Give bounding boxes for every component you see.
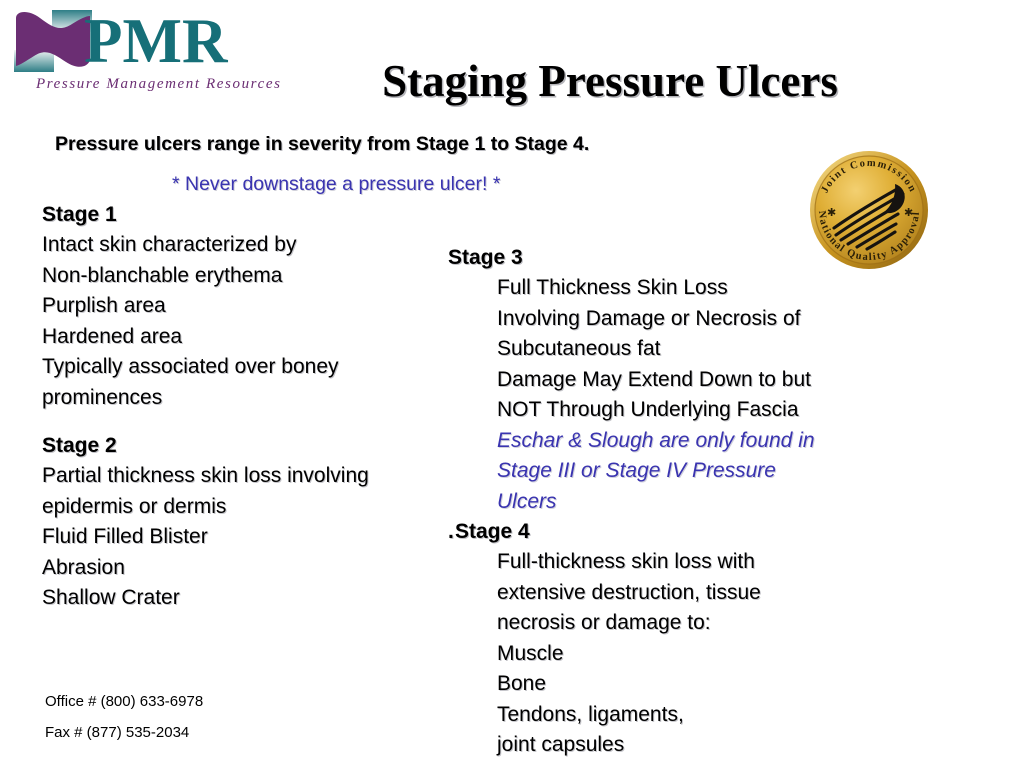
stage-3-heading: Stage 3 xyxy=(448,246,523,269)
stage-2-line: Fluid Filled Blister xyxy=(42,525,208,548)
pmr-tagline: Pressure Management Resources xyxy=(36,76,282,92)
eschar-slough-note-line: Stage III or Stage IV Pressure xyxy=(497,459,776,482)
subtitle-never-downstage-warning: * Never downstage a pressure ulcer! * xyxy=(172,173,501,195)
stage-2-line: Abrasion xyxy=(42,555,125,579)
stage-2-heading: Stage 2 xyxy=(42,434,117,457)
stage-4-line: necrosis or damage to: xyxy=(497,611,711,634)
joint-commission-gold-seal-icon: Joint Commission National Quality Approv… xyxy=(800,140,938,278)
stage-3-line: Involving Damage or Necrosis of xyxy=(497,306,801,330)
stage-4-line: joint capsules xyxy=(497,733,625,756)
pmr-logo: PMR Pressure Management Resources xyxy=(14,6,280,96)
stage-2-line: Partial thickness skin loss involving xyxy=(42,464,369,487)
seal-right-star: ✱ xyxy=(904,207,913,219)
stage-1-line: prominences xyxy=(42,385,163,409)
stage-3-line: NOT Through Underlying Fascia xyxy=(497,398,799,421)
office-phone: Office # (800) 633-6978 xyxy=(45,693,204,710)
stage-3-line: Damage May Extend Down to but xyxy=(497,367,811,391)
eschar-slough-note-line: Eschar & Slough are only found in xyxy=(497,428,815,452)
stage-4-line: Full-thickness skin loss with xyxy=(497,550,755,573)
column-spacer xyxy=(42,413,462,431)
stage-1-line: Non-blanchable erythema xyxy=(42,263,283,287)
stage-4-line: Tendons, ligaments, xyxy=(497,702,684,726)
fax-number: Fax # (877) 535-2034 xyxy=(45,724,190,741)
stage-2-line: Shallow Crater xyxy=(42,586,180,609)
eschar-slough-note-line: Ulcers xyxy=(497,489,557,513)
stage-2-line: epidermis or dermis xyxy=(42,494,227,518)
seal-left-star: ✱ xyxy=(827,207,836,219)
stage-1-heading: Stage 1 xyxy=(42,203,117,226)
contact-info: Office # (800) 633-6978 Fax # (877) 535-… xyxy=(45,686,203,748)
left-column: Stage 1 Intact skin characterized by Non… xyxy=(42,200,462,614)
stage-1-block: Stage 1 Intact skin characterized by Non… xyxy=(42,200,462,413)
stage-3-line: Subcutaneous fat xyxy=(497,337,661,360)
stage-4-block: .Stage 4 Full-thickness skin loss with e… xyxy=(448,517,918,761)
right-column: Stage 3 Full Thickness Skin Loss Involvi… xyxy=(448,243,918,761)
stage-4-lead-dot: . xyxy=(448,520,454,543)
stage-4-line: extensive destruction, tissue xyxy=(497,580,761,604)
stage-3-line: Full Thickness Skin Loss xyxy=(497,276,728,299)
stage-1-line: Purplish area xyxy=(42,294,166,317)
pmr-wordmark: PMR xyxy=(84,6,228,76)
page-title: Staging Pressure Ulcers xyxy=(382,56,838,106)
stage-1-line: Hardened area xyxy=(42,324,183,348)
stage-3-block: Stage 3 Full Thickness Skin Loss Involvi… xyxy=(448,243,918,517)
stage-4-line: Bone xyxy=(497,672,547,695)
subtitle-severity-range: Pressure ulcers range in severity from S… xyxy=(55,133,590,155)
stage-4-heading-label: Stage 4 xyxy=(455,520,530,543)
stage-1-line: Typically associated over boney xyxy=(42,355,339,378)
stage-4-heading: .Stage 4 xyxy=(448,517,918,547)
stage-1-line: Intact skin characterized by xyxy=(42,233,297,256)
stage-4-line: Muscle xyxy=(497,641,564,665)
pmr-wave-icon xyxy=(14,10,92,72)
stage-2-block: Stage 2 Partial thickness skin loss invo… xyxy=(42,431,462,614)
